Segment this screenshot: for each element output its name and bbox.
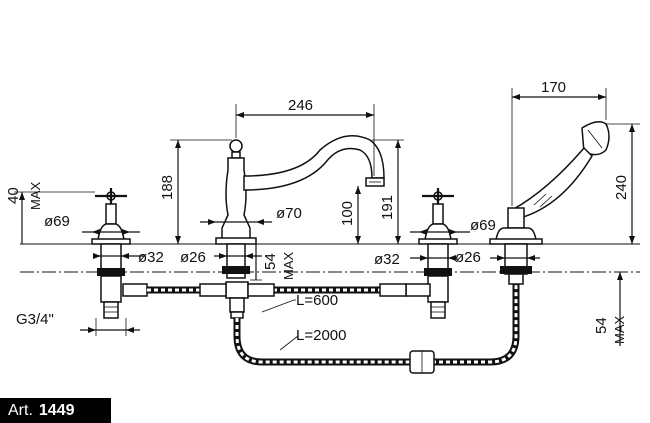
dim-shank-dia-right: ø32 [374,251,400,268]
dim-hose-short: L=600 [296,292,338,309]
dim-shank-dia-spout: ø26 [180,249,206,266]
left-cross-handle-valve [91,188,148,319]
dim-deck-thickness-right-max: MAX [612,316,627,345]
dim-total-height: 191 [379,195,396,220]
hand-shower [489,121,610,285]
dim-spout-base-dia: ø70 [276,205,302,222]
article-prefix: Art. [8,401,33,419]
right-cross-handle-valve [405,188,458,319]
dim-handle-height-max: MAX [28,182,43,211]
flex-hoses [147,283,520,374]
dim-deck-thickness-right: 54 [593,317,610,334]
dim-deck-thickness: 54 [262,253,279,270]
dim-shank-dia-left: ø32 [138,249,164,266]
dim-spout-height: 188 [159,175,176,200]
dim-handle-dia-right: ø69 [470,217,496,234]
dim-handle-dia-left: ø69 [44,213,70,230]
dimension-lines [14,88,640,351]
dim-shank-dia-shower: ø26 [455,249,481,266]
article-number: 1449 [38,401,75,419]
dim-spout-reach: 246 [288,97,313,114]
article-badge: Art. 1449 [0,398,111,423]
dim-deck-thickness-max: MAX [281,252,296,281]
dim-hose-long: L=2000 [296,327,346,344]
dim-shower-height: 240 [613,175,630,200]
dim-outlet-height: 100 [339,201,356,226]
dim-shower-width: 170 [541,79,566,96]
center-spout [215,135,385,319]
dim-thread: G3/4" [16,311,54,328]
dim-handle-height: 40 [5,187,22,204]
